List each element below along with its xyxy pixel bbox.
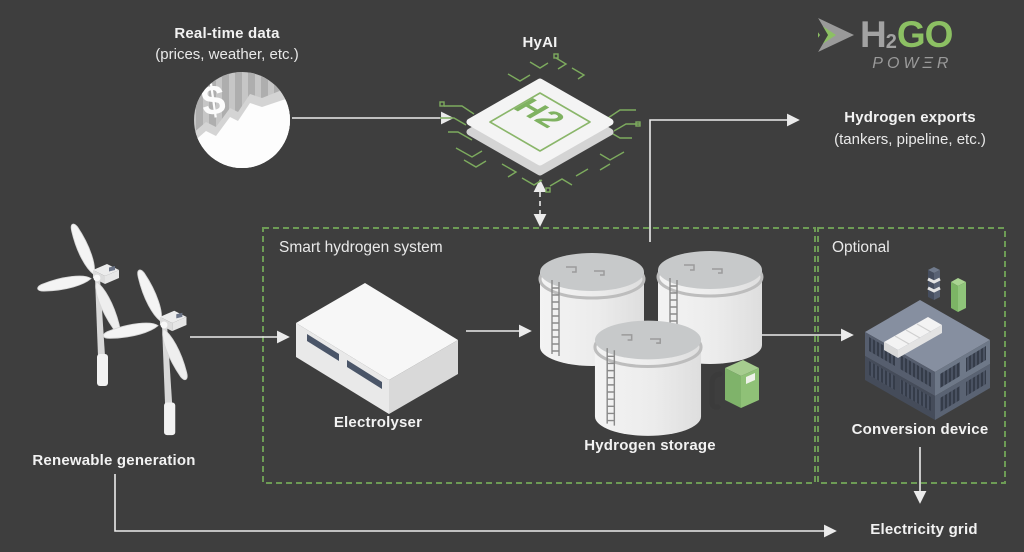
optional-box — [817, 227, 1006, 484]
hydrogen-exports-subtitle: (tankers, pipeline, etc.) — [834, 131, 986, 148]
logo-power: POWΞR — [872, 55, 953, 72]
hyai-label: HyAI — [522, 34, 558, 51]
realtime-data-title: Real-time data — [174, 25, 280, 42]
h2-chip-icon: H2 — [439, 53, 641, 193]
smart-system-label: Smart hydrogen system — [279, 239, 443, 256]
logo-subscript-2: 2 — [885, 31, 897, 53]
logo-h: H — [860, 14, 887, 55]
electricity-grid-label: Electricity grid — [870, 521, 978, 538]
wind-turbines-icon — [36, 221, 191, 436]
electrolyser-box-icon — [296, 283, 458, 414]
hydrogen-dispenser-icon — [709, 360, 759, 410]
hydrogen-exports-title: Hydrogen exports — [844, 109, 976, 126]
optional-label: Optional — [832, 239, 890, 256]
logo-go: GO — [896, 14, 954, 55]
conversion-device-label: Conversion device — [851, 421, 989, 438]
realtime-data-subtitle: (prices, weather, etc.) — [155, 46, 299, 63]
hydrogen-storage-label: Hydrogen storage — [584, 437, 716, 454]
arrow-storage-to-exports — [649, 113, 800, 242]
smart-system-box — [262, 227, 816, 484]
arrow-renewable-to-grid — [114, 474, 837, 538]
electrolyser-label: Electrolyser — [333, 414, 423, 431]
dollar-chart-icon: $ — [194, 72, 290, 168]
renewable-generation-label: Renewable generation — [32, 452, 196, 469]
conversion-plant-icon — [865, 267, 990, 420]
logo-chevron-icon — [812, 18, 854, 52]
